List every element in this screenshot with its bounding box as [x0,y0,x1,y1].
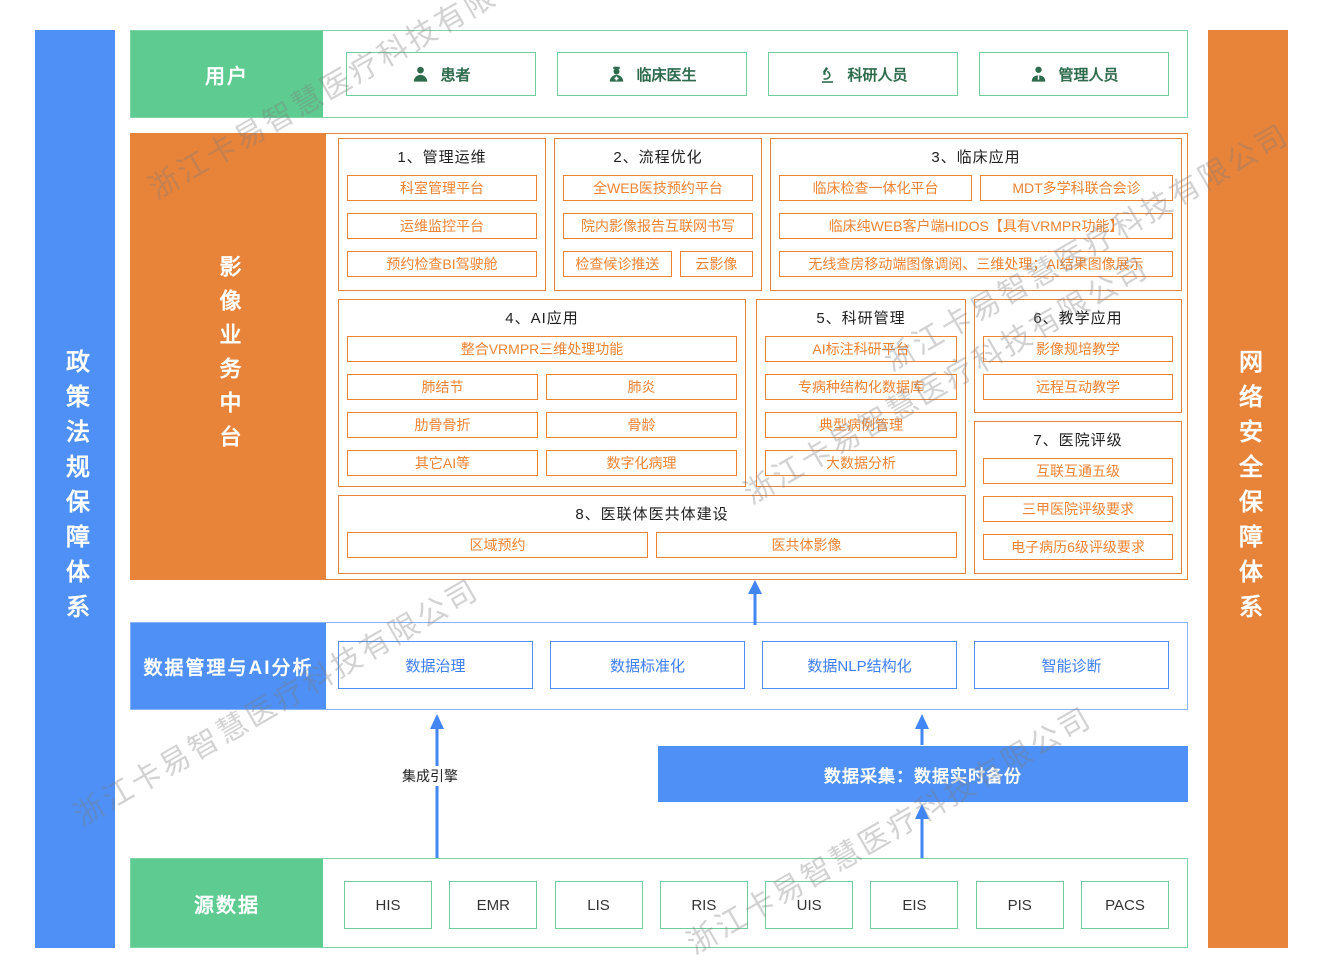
user-item-clinician: 临床医生 [557,52,747,96]
arrow-up-icon [915,804,929,819]
section-title: 7、医院评级 [1033,431,1123,449]
platform-item: 大数据分析 [765,450,957,476]
source-data-items: HIS EMR LIS RIS UIS EIS PIS PACS [344,881,1169,929]
arrow-up-icon [430,714,444,729]
platform-item: 数字化病理 [546,450,737,476]
source-item: RIS [659,881,748,929]
user-item-label: 患者 [440,66,471,84]
users-row-label: 用户 [131,31,323,117]
platform-item: 运维监控平台 [347,213,537,239]
platform-item: 骨龄 [546,412,737,438]
imaging-platform-label: 影像业务中台 [131,134,326,579]
data-management-label: 数据管理与AI分析 [131,623,326,709]
platform-item: MDT多学科联合会诊 [980,175,1173,201]
platform-item: 互联互通五级 [983,458,1173,484]
source-item: PIS [975,881,1064,929]
platform-item: 云影像 [679,251,753,277]
imaging-platform-label-text: 影像业务中台 [216,254,242,459]
section-title: 4、AI应用 [505,309,579,327]
platform-item: 电子病历6级评级要求 [983,534,1173,560]
platform-item: 区域预约 [347,532,648,558]
patient-icon [411,65,430,84]
platform-item: 全WEB医技预约平台 [563,175,753,201]
section-research-management: 5、科研管理 AI标注科研平台 专病种结构化数据库 典型病例管理 大数据分析 [756,299,966,487]
section-hospital-rating: 7、医院评级 互联互通五级 三甲医院评级要求 电子病历6级评级要求 [974,421,1182,574]
microscope-icon [818,65,837,84]
source-item: LIS [554,881,643,929]
platform-item: 预约检查BI驾驶舱 [347,251,537,277]
data-mgmt-item: 智能诊断 [974,641,1169,689]
source-item: PACS [1080,881,1169,929]
section-title: 8、医联体医共体建设 [575,505,729,523]
section-title: 2、流程优化 [613,148,703,166]
platform-item: 无线查房移动端图像调阅、三维处理；AI结果图像展示 [779,251,1173,277]
section-title: 1、管理运维 [397,148,487,166]
doctor-icon [607,65,626,84]
source-data-row: 源数据 HIS EMR LIS RIS UIS EIS PIS PACS [130,858,1188,948]
platform-item: 三甲医院评级要求 [983,496,1173,522]
data-management-items: 数据治理 数据标准化 数据NLP结构化 智能诊断 [338,641,1169,689]
platform-item: 远程互动教学 [983,374,1173,400]
platform-item: 肺炎 [546,374,737,400]
source-item: UIS [765,881,854,929]
users-row: 用户 患者 临床医生 科研人员 [130,30,1188,118]
platform-item: 其它AI等 [347,450,538,476]
source-item: HIS [344,881,432,929]
platform-item: 典型病例管理 [765,412,957,438]
section-ai-application: 4、AI应用 整合VRMPR三维处理功能 肺结节 肺炎 肋骨骨折 骨龄 其它AI… [338,299,746,487]
platform-item: 整合VRMPR三维处理功能 [347,336,737,362]
data-management-row: 数据管理与AI分析 数据治理 数据标准化 数据NLP结构化 智能诊断 [130,622,1188,710]
user-item-label: 临床医生 [636,66,697,84]
arrow-up-icon [915,714,929,729]
network-security-bar: 网络安全保障体系 [1208,30,1288,948]
platform-item: 院内影像报告互联网书写 [563,213,753,239]
user-item-label: 科研人员 [847,66,908,84]
section-title: 5、科研管理 [816,309,906,327]
section-teaching-application: 6、教学应用 影像规培教学 远程互动教学 [974,299,1182,413]
data-collection-bar: 数据采集：数据实时备份 [658,746,1188,802]
user-item-label: 管理人员 [1058,66,1119,84]
admin-icon [1029,65,1048,84]
platform-item: AI标注科研平台 [765,336,957,362]
platform-item: 肺结节 [347,374,538,400]
platform-item: 医共体影像 [656,532,957,558]
platform-item: 肋骨骨折 [347,412,538,438]
source-item: EIS [870,881,959,929]
source-data-label: 源数据 [131,859,323,947]
platform-item: 临床纯WEB客户端HIDOS【具有VRMPR功能】 [779,213,1173,239]
imaging-platform-section: 影像业务中台 1、管理运维 科室管理平台 运维监控平台 预约检查BI驾驶舱 2、… [130,133,1188,580]
platform-item: 影像规培教学 [983,336,1173,362]
data-mgmt-item: 数据治理 [338,641,533,689]
section-management-ops: 1、管理运维 科室管理平台 运维监控平台 预约检查BI驾驶舱 [338,138,546,291]
platform-item: 科室管理平台 [347,175,537,201]
users-items: 患者 临床医生 科研人员 管理人员 [346,52,1169,96]
platform-item: 临床检查一体化平台 [779,175,972,201]
policy-regulation-label: 政策法规保障体系 [61,349,89,629]
section-title: 3、临床应用 [931,148,1021,166]
source-item: EMR [449,881,538,929]
section-title: 6、教学应用 [1033,309,1123,327]
section-clinical-application: 3、临床应用 临床检查一体化平台 MDT多学科联合会诊 临床纯WEB客户端HID… [770,138,1182,291]
data-mgmt-item: 数据标准化 [550,641,745,689]
user-item-researcher: 科研人员 [768,52,958,96]
user-item-patient: 患者 [346,52,536,96]
network-security-label: 网络安全保障体系 [1234,349,1262,629]
section-process-optimization: 2、流程优化 全WEB医技预约平台 院内影像报告互联网书写 检查候诊推送 云影像 [554,138,762,291]
platform-item: 检查候诊推送 [563,251,672,277]
platform-item: 专病种结构化数据库 [765,374,957,400]
section-medical-alliance: 8、医联体医共体建设 区域预约 医共体影像 [338,495,966,574]
integration-engine-label: 集成引擎 [398,766,462,786]
data-mgmt-item: 数据NLP结构化 [762,641,957,689]
arrow-up-icon [748,580,762,594]
user-item-admin: 管理人员 [979,52,1169,96]
policy-regulation-bar: 政策法规保障体系 [35,30,115,948]
